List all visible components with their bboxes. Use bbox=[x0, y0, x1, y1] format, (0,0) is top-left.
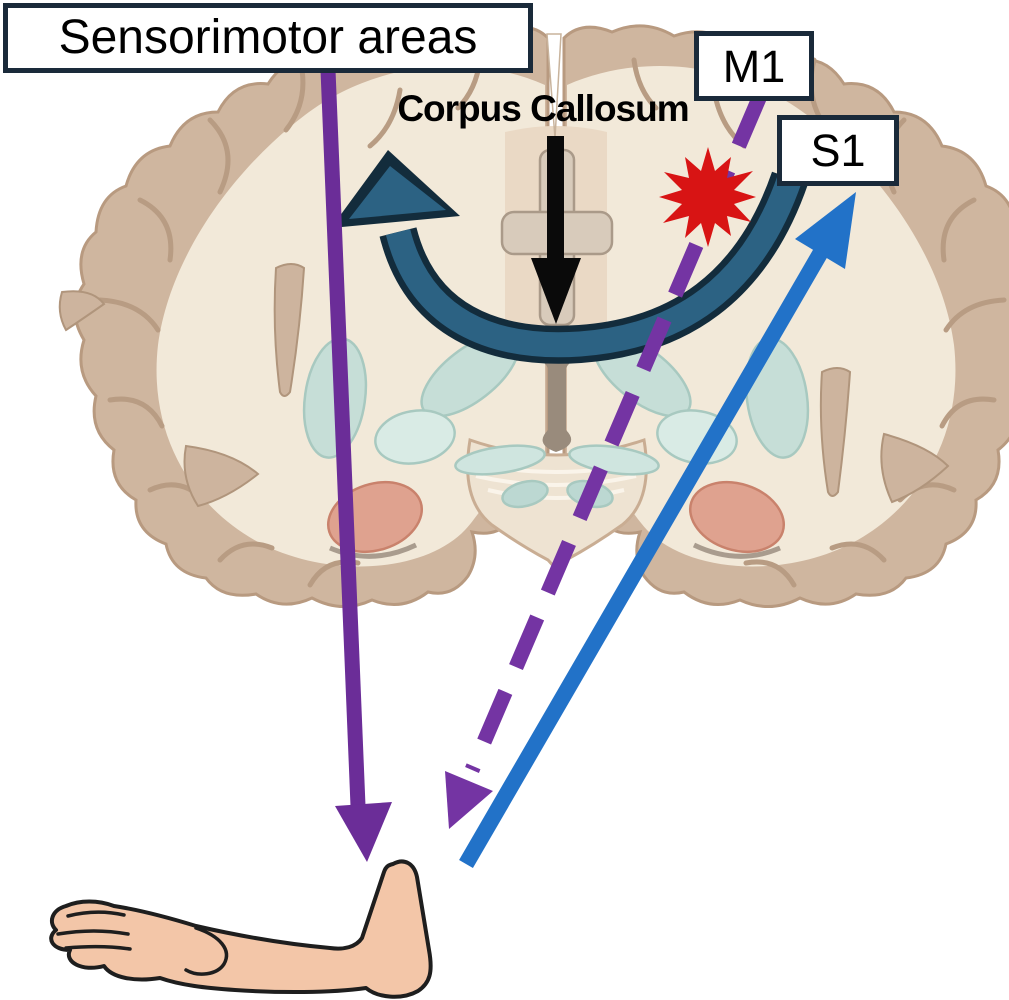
label-sensorimotor-areas: Sensorimotor areas bbox=[3, 3, 533, 73]
label-s1: S1 bbox=[777, 115, 899, 186]
transcallosal-curved-arrow bbox=[331, 150, 808, 364]
sensorimotor-areas-text: Sensorimotor areas bbox=[58, 11, 478, 64]
arm-illustration bbox=[49, 859, 433, 999]
interhemispheric-fissure bbox=[546, 33, 562, 139]
corpus-callosum-down-arrow bbox=[531, 136, 581, 324]
sensory-ascending-arrow bbox=[459, 192, 856, 869]
label-m1: M1 bbox=[694, 31, 814, 101]
s1-text: S1 bbox=[810, 125, 866, 176]
corpus-callosum-text: Corpus Callosum bbox=[397, 88, 689, 129]
m1-text: M1 bbox=[722, 40, 786, 92]
hand-finger-lines bbox=[56, 910, 229, 976]
arm-outline bbox=[49, 859, 433, 999]
motor-descending-arrow bbox=[320, 69, 392, 862]
label-corpus-callosum: Corpus Callosum bbox=[388, 88, 698, 130]
lesion-starburst-icon bbox=[659, 147, 756, 247]
deep-sulci-wedges bbox=[58, 263, 950, 508]
left-sulci-lines bbox=[97, 57, 483, 588]
